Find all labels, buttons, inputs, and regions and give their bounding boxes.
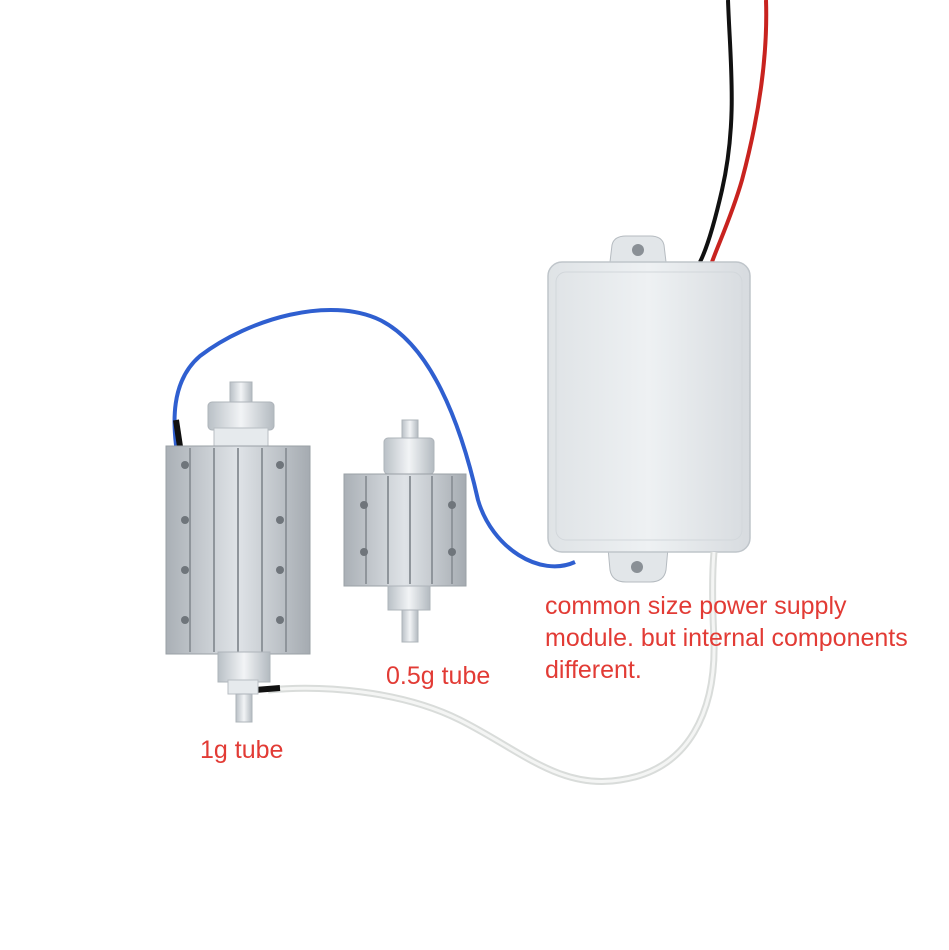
- ozone-tube-0.5g: [343, 419, 467, 643]
- ozone-tube-1g: [165, 381, 311, 723]
- label-0.5g-tube: 0.5g tube: [386, 662, 491, 690]
- caption-line-1: common size power supply: [545, 592, 847, 620]
- black-wire-stub-2: [254, 685, 281, 693]
- blue-wire: [172, 308, 576, 569]
- power-supply-caption: common size power supply module. but int…: [545, 590, 908, 686]
- power-supply-module: [547, 235, 751, 583]
- caption-line-2: module. but internal components: [545, 624, 908, 652]
- black-wire: [698, 0, 734, 263]
- red-wire: [710, 0, 769, 263]
- label-1g-tube: 1g tube: [200, 736, 284, 764]
- caption-line-3: different.: [545, 656, 642, 684]
